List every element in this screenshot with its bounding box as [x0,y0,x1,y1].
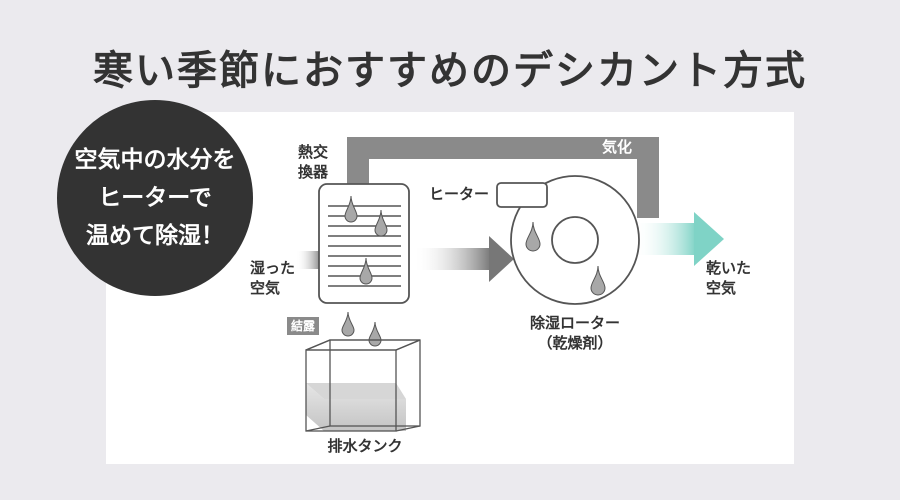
summary-line: 温めて除湿！ [86,223,224,249]
water-drop-icon [590,265,606,296]
return-flow-loop [347,137,659,218]
water-drop-icon [525,221,541,252]
exchanger-to-rotor-flow [413,248,491,270]
summary-line: ヒーターで [98,185,212,211]
exchanger-to-rotor-arrowhead [489,236,514,282]
drain-tank [305,339,421,432]
humid-air-flow [296,251,320,269]
heat-exchanger-label: 熱交 換器 [298,143,329,181]
water-drop-icon [359,257,373,285]
water-drop-icon [374,209,388,237]
tank-label: 排水タンク [327,437,403,455]
water-drop-icon [341,311,355,337]
heater-box [496,182,548,208]
dry-air-arrowhead [694,212,724,266]
water-drop-icon [344,195,358,223]
dry-air-label: 乾いた 空気 [706,259,752,297]
summary-bubble: 空気中の水分を ヒーターで 温めて除湿！ [57,100,253,296]
page-title: 寒い季節におすすめのデシカント方式 [93,48,807,94]
heat-exchanger [318,183,410,304]
humid-air-label: 湿った 空気 [250,259,296,297]
summary-line: 空気中の水分を [74,147,236,173]
water-drop-icon [368,321,382,347]
condensation-tag: 結露 [287,317,320,335]
vaporize-label: 気化 [602,138,633,156]
rotor-hub [551,216,599,264]
heater-label: ヒーター [429,185,490,203]
rotor-label: 除湿ローター （乾燥剤） [529,314,620,352]
dry-air-flow [634,223,696,255]
